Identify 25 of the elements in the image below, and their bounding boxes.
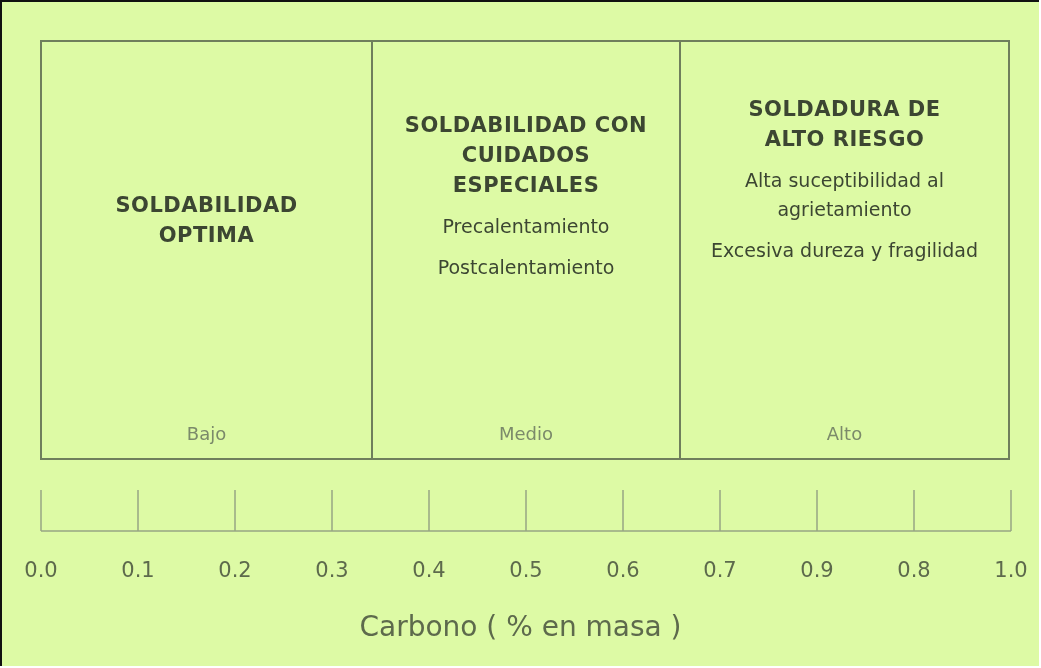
tick-label: 0.4 [412, 558, 446, 582]
zone-description: Precalentamiento [441, 214, 611, 239]
tick-label: 0.1 [121, 558, 155, 582]
zone-panel [679, 40, 1010, 460]
tick-label: 0.7 [703, 558, 737, 582]
zone-description: Alta suceptibilidad al agrietamiento [744, 168, 945, 222]
tick-label: 0.0 [24, 558, 58, 582]
carbon-level-label: Medio [498, 423, 553, 444]
tick-label: 0.6 [606, 558, 640, 582]
axis-title: Carbono ( % en masa ) [358, 610, 683, 643]
tick-label: 0.5 [509, 558, 543, 582]
zone-panel [40, 40, 373, 460]
zone-heading: SOLDADURA DE ALTO RIESGO [747, 96, 942, 153]
tick-label: 0.2 [218, 558, 252, 582]
zone-description: Excesiva dureza y fragilidad [709, 238, 980, 263]
zone-heading: SOLDABILIDAD OPTIMA [114, 192, 299, 249]
tick-label: 1.0 [994, 558, 1028, 582]
carbon-level-label: Bajo [186, 423, 227, 444]
zone-heading: SOLDABILIDAD CON CUIDADOS ESPECIALES [403, 112, 649, 199]
tick-label: 0.9 [800, 558, 834, 582]
carbon-level-label: Alto [826, 423, 863, 444]
tick-label: 0.3 [315, 558, 349, 582]
tick-label: 0.8 [897, 558, 931, 582]
zone-panel [371, 40, 681, 460]
zone-description: Postcalentamiento [436, 255, 616, 280]
